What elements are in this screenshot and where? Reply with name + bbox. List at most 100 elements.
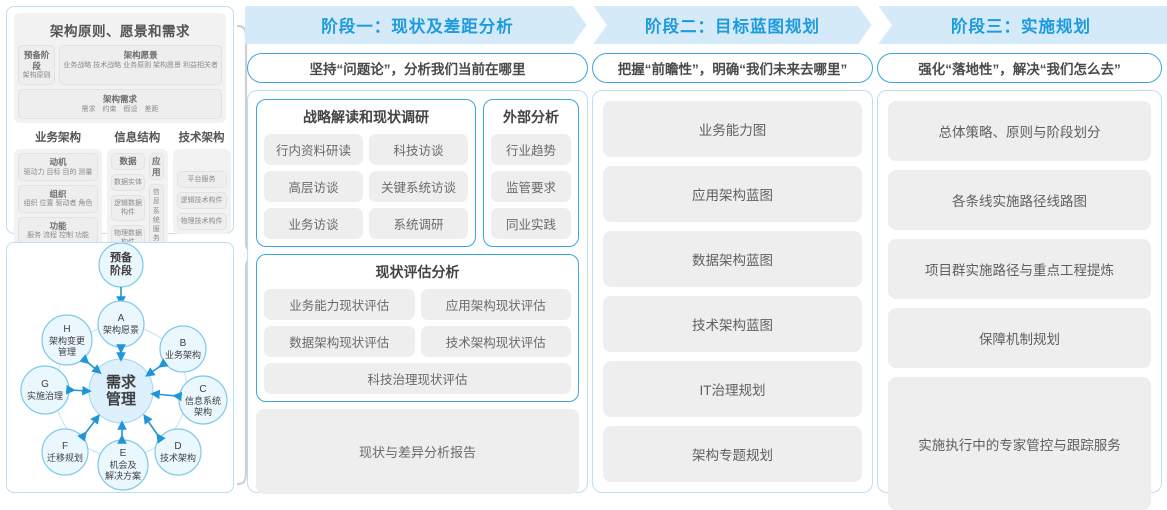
prep-phase-sub: 架构原则: [22, 72, 51, 80]
architecture-vision-sub: 业务战略 技术战略 业务原则 架构愿景 利益相关者: [63, 61, 218, 69]
svg-text:实施治理: 实施治理: [27, 390, 63, 401]
svg-text:信息系统: 信息系统: [185, 395, 221, 406]
chip-phase2-5[interactable]: 架构专题规划: [603, 426, 862, 482]
chip-external-0[interactable]: 行业趋势: [491, 134, 571, 165]
strategy-research-title: 战略解读和现状调研: [303, 109, 429, 125]
business-architecture-column: 业务架构 动机 驱动力 目标 目的 测量 组织 组织 位置 驱动者 角色 功能: [14, 129, 102, 384]
prep-phase-title: 预备阶段: [23, 50, 50, 71]
phase-1-body: 战略解读和现状调研 行内资料研读 科技访谈 高层访谈 关键系统访谈 业务访谈 系…: [247, 90, 588, 494]
phase-3-subtitle: 强化“落地性”，解决“我们怎么去”: [877, 53, 1162, 83]
adm-center-line1: 需求: [106, 373, 137, 391]
diagram-canvas: 架构原则、愿景和需求 预备阶段 架构原则 架构愿景 业务战略 技术战略 业务原则…: [6, 6, 1167, 510]
svg-text:预备: 预备: [110, 250, 133, 264]
phase-1-subtitle: 坚持“问题论”，分析我们当前在哪里: [247, 53, 588, 83]
svg-text:架构变更: 架构变更: [49, 335, 85, 346]
chip-assess-0[interactable]: 业务能力现状评估: [264, 289, 415, 320]
chip-phase2-2[interactable]: 数据架构蓝图: [603, 231, 862, 287]
application-item-0: 信息系统服务: [149, 184, 164, 247]
data-subcolumn-title: 数据: [111, 153, 145, 170]
architecture-vision-title: 架构愿景: [123, 50, 158, 60]
data-item-1: 逻辑数据构件: [111, 194, 145, 221]
chip-phase2-4[interactable]: IT治理规划: [603, 361, 862, 417]
chip-phase3-3[interactable]: 保障机制规划: [888, 308, 1151, 368]
gap-analysis-report-chip[interactable]: 现状与差异分析报告: [256, 409, 579, 494]
chip-strategy-4[interactable]: 业务访谈: [264, 208, 363, 239]
chip-strategy-0[interactable]: 行内资料研读: [264, 134, 363, 165]
architecture-requirements-sub: 需求 约束 假设 差距: [81, 105, 159, 113]
data-item-0: 数据实体: [111, 173, 145, 191]
chip-strategy-2[interactable]: 高层访谈: [264, 171, 363, 202]
svg-text:C: C: [199, 384, 206, 395]
phase-3-items: 总体策略、原则与阶段划分 各条线实施路径线路图 项目群实施路径与重点工程提炼 保…: [888, 101, 1151, 510]
current-state-assessment-title: 现状评估分析: [375, 264, 460, 280]
svg-text:E: E: [120, 448, 127, 459]
chip-phase3-2[interactable]: 项目群实施路径与重点工程提炼: [888, 239, 1151, 299]
phase-2-subtitle-label: 把握“前瞻性”，明确“我们未来去哪里”: [617, 62, 848, 77]
svg-text:阶段: 阶段: [110, 263, 132, 277]
svg-text:F: F: [62, 441, 68, 452]
phase-3-body: 总体策略、原则与阶段划分 各条线实施路径线路图 项目群实施路径与重点工程提炼 保…: [877, 90, 1162, 510]
organization-box: 组织 组织 位置 驱动者 角色: [18, 184, 98, 213]
architecture-requirements-box: 架构需求 需求 约束 假设 差距: [18, 89, 222, 120]
togaf-panel-title: 架构原则、愿景和需求: [50, 24, 190, 39]
external-analysis-title: 外部分析: [503, 109, 559, 125]
information-structure-heading: 信息结构: [114, 132, 161, 145]
svg-text:A: A: [118, 313, 125, 324]
phase-3-subtitle-label: 强化“落地性”，解决“我们怎么去”: [918, 62, 1121, 77]
strategy-research-card: 战略解读和现状调研 行内资料研读 科技访谈 高层访谈 关键系统访谈 业务访谈 系…: [256, 99, 476, 247]
business-architecture-heading: 业务架构: [35, 132, 81, 145]
chip-assess-full[interactable]: 科技治理现状评估: [264, 363, 571, 394]
phase-3-banner-label: 阶段三：实施规划: [951, 18, 1091, 36]
svg-text:技术架构: 技术架构: [160, 452, 196, 463]
adm-center-line2: 管理: [106, 390, 136, 408]
phase-1-top-row: 战略解读和现状调研 行内资料研读 科技访谈 高层访谈 关键系统访谈 业务访谈 系…: [256, 99, 579, 247]
chip-phase2-3[interactable]: 技术架构蓝图: [603, 296, 862, 352]
chip-phase3-0[interactable]: 总体策略、原则与阶段划分: [888, 101, 1151, 161]
phase-1-banner: 阶段一：现状及差距分析: [245, 6, 590, 44]
chip-external-1[interactable]: 监管要求: [491, 171, 571, 202]
application-subcolumn-title: 应用: [149, 153, 164, 181]
tech-item-0: 平台服务: [176, 171, 227, 189]
external-analysis-chips: 行业趋势 监管要求 同业实践: [491, 134, 571, 239]
svg-text:G: G: [41, 379, 49, 390]
tech-item-2: 物理技术构件: [176, 213, 227, 231]
architecture-principles-group: 架构原则、愿景和需求 预备阶段 架构原则 架构愿景 业务战略 技术战略 业务原则…: [14, 13, 226, 124]
prep-phase-box: 预备阶段 架构原则: [18, 45, 56, 86]
chip-strategy-3[interactable]: 关键系统访谈: [369, 171, 468, 202]
architecture-vision-box: 架构愿景 业务战略 技术战略 业务原则 架构愿景 利益相关者: [59, 45, 222, 86]
phase-3-banner: 阶段三：实施规划: [875, 6, 1167, 44]
technology-architecture-column: 技术架构 平台服务 逻辑技术构件 物理技术构件: [172, 129, 231, 384]
adm-cycle-svg: 需求 管理 预备 阶段 A 架构愿景 B 业务架构 C 信息系统 架构: [20, 242, 228, 491]
phase-2-items: 业务能力图 应用架构蓝图 数据架构蓝图 技术架构蓝图 IT治理规划 架构专题规划: [603, 101, 862, 482]
chip-strategy-1[interactable]: 科技访谈: [369, 134, 468, 165]
svg-text:管理: 管理: [58, 346, 76, 357]
chip-strategy-5[interactable]: 系统调研: [369, 208, 468, 239]
chip-phase2-1[interactable]: 应用架构蓝图: [603, 166, 862, 222]
phase-2-subtitle: 把握“前瞻性”，明确“我们未来去哪里”: [592, 53, 873, 83]
left-column: 架构原则、愿景和需求 预备阶段 架构原则 架构愿景 业务战略 技术战略 业务原则…: [6, 6, 256, 493]
external-analysis-card: 外部分析 行业趋势 监管要求 同业实践: [483, 99, 579, 247]
tech-item-1: 逻辑技术构件: [176, 192, 227, 210]
svg-text:架构: 架构: [194, 406, 212, 417]
svg-text:H: H: [63, 324, 70, 335]
technology-architecture-body: 平台服务 逻辑技术构件 物理技术构件: [172, 149, 231, 235]
chip-phase3-4[interactable]: 实施执行中的专家管控与跟踪服务: [888, 377, 1151, 510]
svg-text:D: D: [174, 441, 181, 452]
phase-1-subtitle-label: 坚持“问题论”，分析我们当前在哪里: [309, 62, 526, 77]
motivation-box: 动机 驱动力 目标 目的 测量: [18, 153, 98, 181]
chip-phase3-1[interactable]: 各条线实施路径线路图: [888, 170, 1151, 230]
svg-text:机会及: 机会及: [109, 459, 136, 470]
chip-assess-2[interactable]: 数据架构现状评估: [264, 326, 415, 357]
current-state-assessment-chips: 业务能力现状评估 应用架构现状评估 数据架构现状评估 技术架构现状评估 科技治理…: [264, 289, 571, 394]
strategy-research-chips: 行内资料研读 科技访谈 高层访谈 关键系统访谈 业务访谈 系统调研: [264, 134, 468, 239]
chip-phase2-0[interactable]: 业务能力图: [603, 101, 862, 157]
chip-external-2[interactable]: 同业实践: [491, 208, 571, 239]
phase-2-banner: 阶段二：目标蓝图规划: [590, 6, 875, 44]
business-architecture-body: 动机 驱动力 目标 目的 测量 组织 组织 位置 驱动者 角色 功能 服务 流程…: [14, 149, 102, 249]
principles-vision-row: 预备阶段 架构原则 架构愿景 业务战略 技术战略 业务原则 架构愿景 利益相关者: [18, 45, 222, 86]
svg-text:架构愿景: 架构愿景: [103, 324, 139, 335]
chip-assess-1[interactable]: 应用架构现状评估: [420, 289, 571, 320]
chip-assess-3[interactable]: 技术架构现状评估: [420, 326, 571, 357]
togaf-adm-cycle-panel: 需求 管理 预备 阶段 A 架构愿景 B 业务架构 C 信息系统 架构: [6, 242, 234, 493]
svg-text:业务架构: 业务架构: [165, 349, 201, 360]
